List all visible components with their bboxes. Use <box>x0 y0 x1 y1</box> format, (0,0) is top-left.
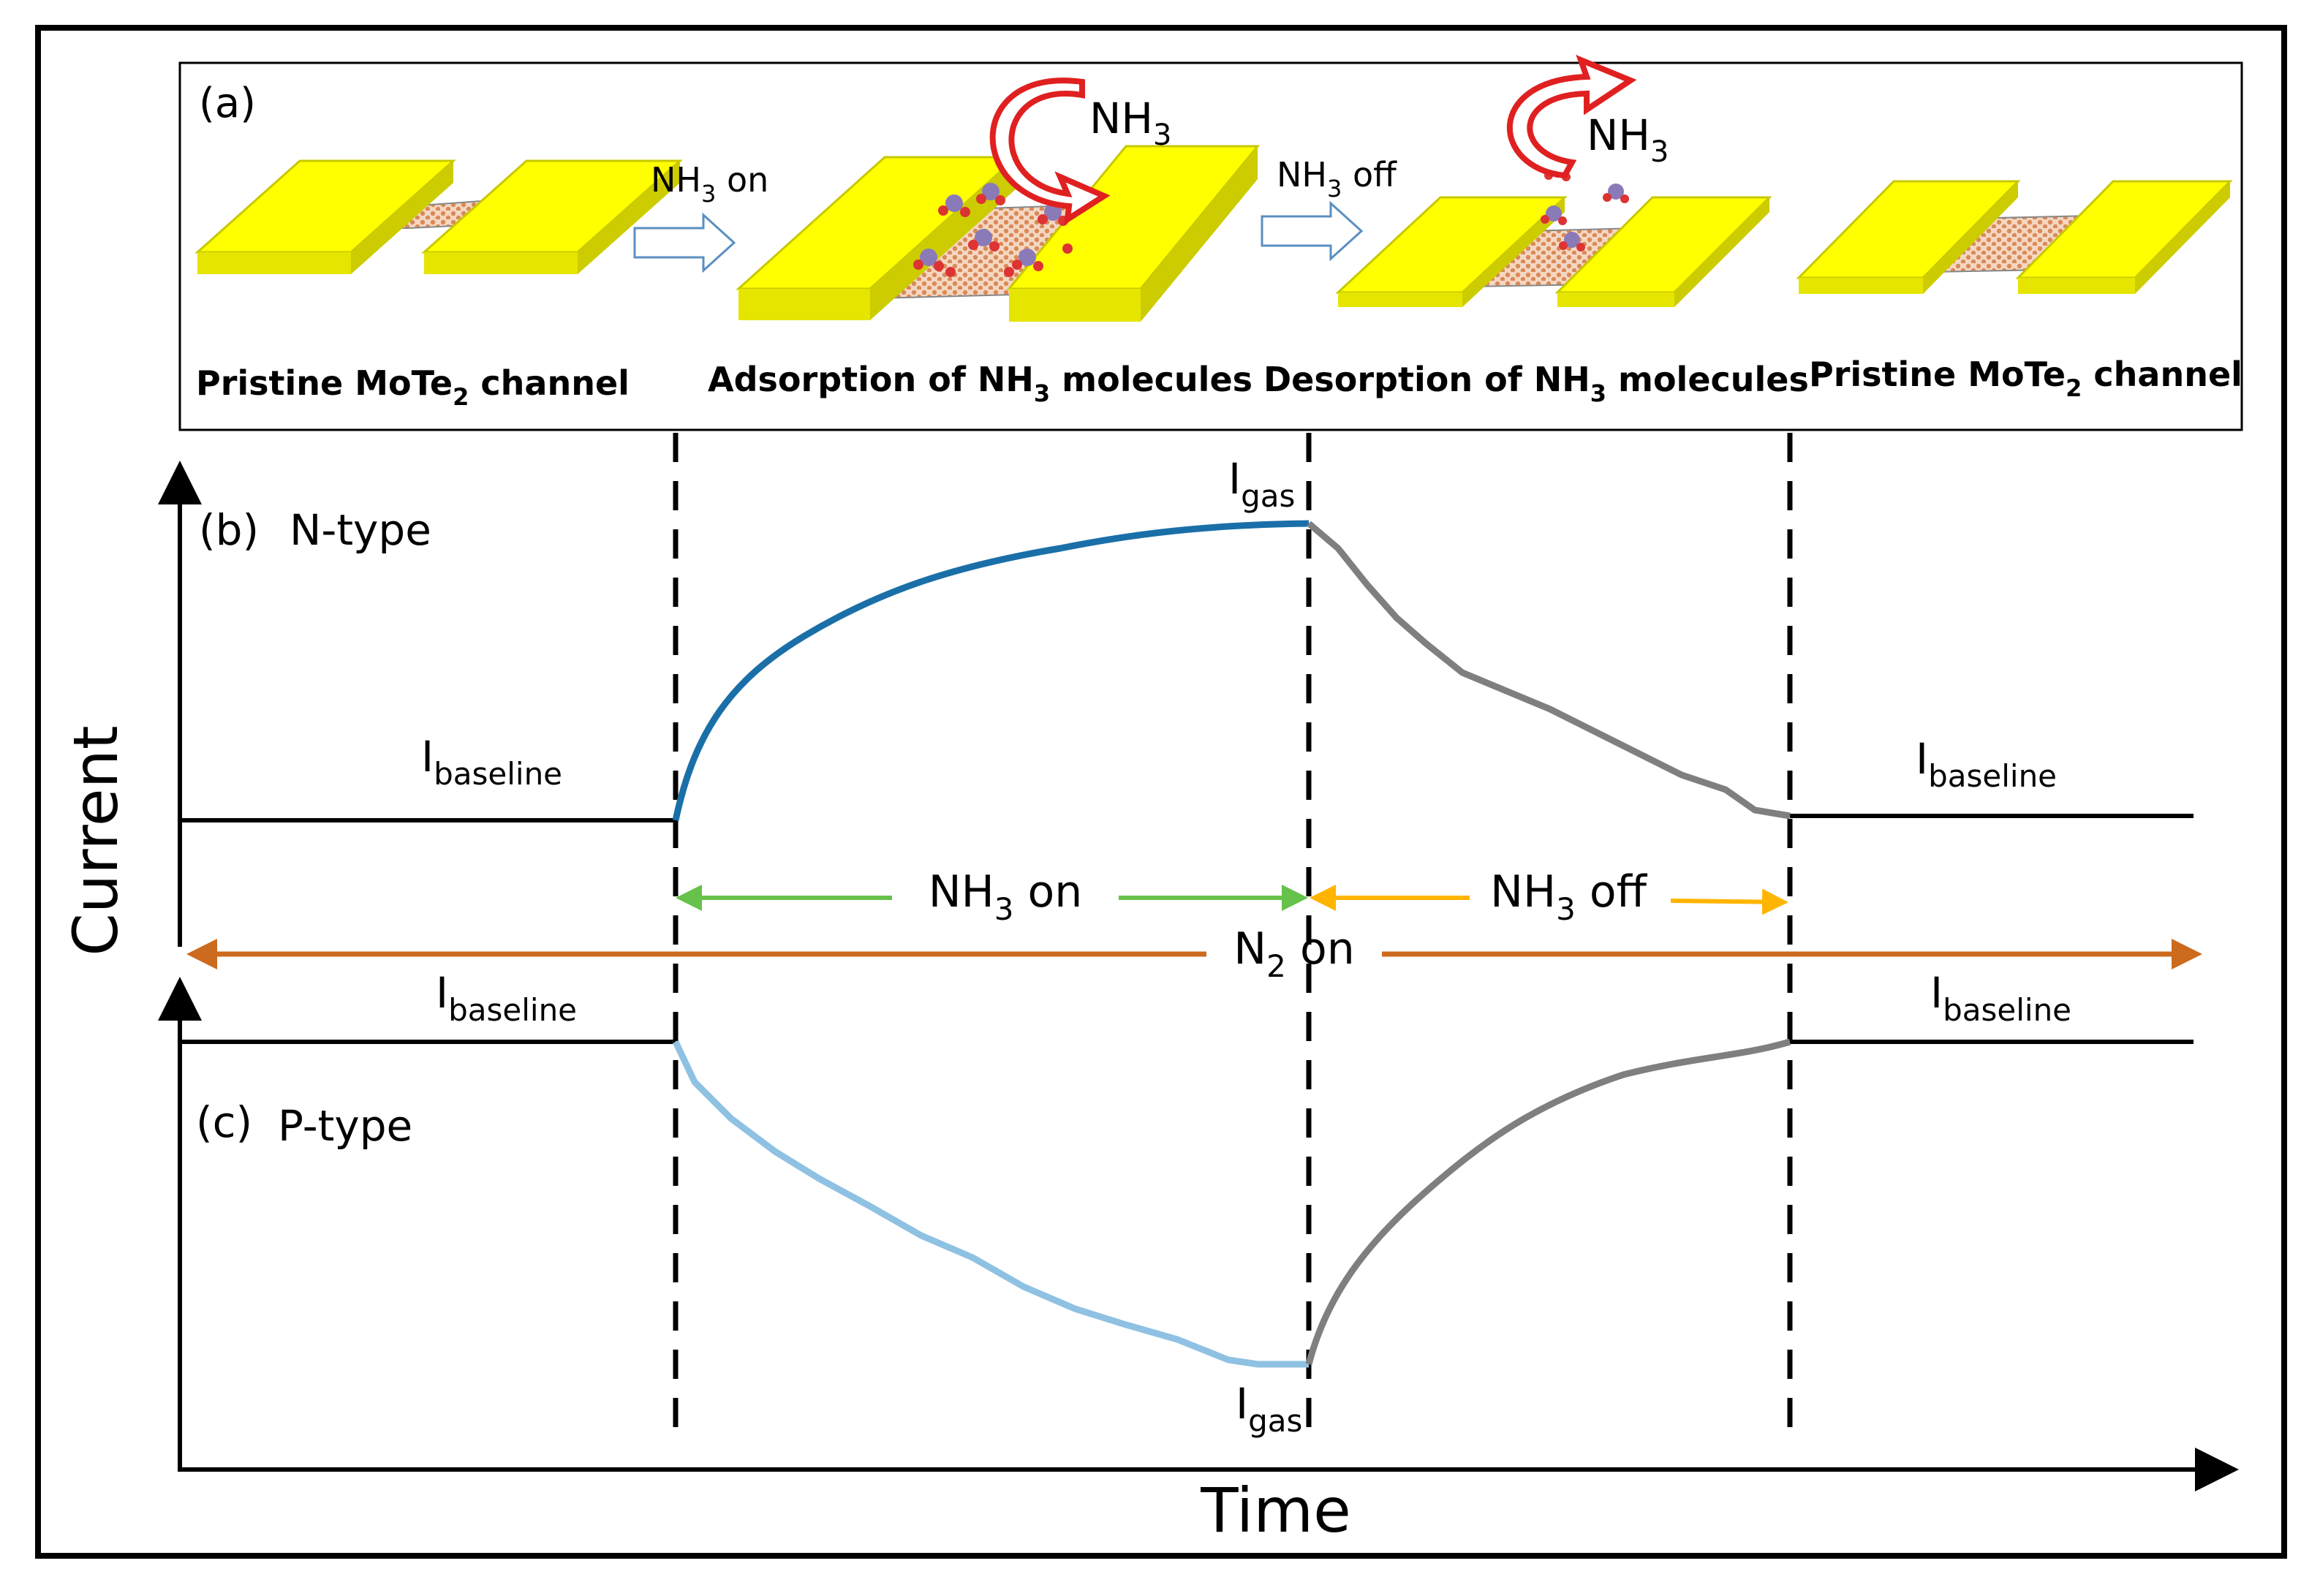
nh3-molecules <box>913 183 1073 277</box>
caption-pristine-left: Pristine MoTe2 channel <box>196 363 630 411</box>
y-axis-label: Current <box>60 725 132 956</box>
panel-c-label: (c) <box>196 1097 252 1147</box>
caption-pristine-right: Pristine MoTe2 channel <box>1809 355 2242 402</box>
p-i-gas-label: Igas <box>1236 1379 1302 1439</box>
n2-on-label: N2 on <box>1233 923 1354 984</box>
desorb-gas-arrow-icon <box>1507 54 1637 179</box>
electrode <box>1006 145 1261 322</box>
caption-adsorption: Adsorption of NH3 molecules <box>708 360 1252 407</box>
panel-b-label: (b) <box>199 505 259 555</box>
electrode <box>1554 196 1772 307</box>
x-axis-label: Time <box>1200 1475 1351 1546</box>
hollow-arrow-icon <box>633 212 736 273</box>
p-i-baseline-left-label: Ibaseline <box>436 968 577 1028</box>
arrow-nh3-off: NH3 off <box>1261 155 1397 262</box>
electrode <box>421 159 683 274</box>
hollow-arrow-icon <box>1261 200 1364 262</box>
n-desorption-curve <box>1307 521 1791 820</box>
adsorb-gas-label: NH3 <box>1089 94 1171 152</box>
arrow-nh3-off-label: NH3 off <box>1277 155 1397 203</box>
nh3-off-label: NH3 off <box>1490 866 1648 927</box>
caption-desorption: Desorption of NH3 molecules <box>1263 360 1809 407</box>
arrow-nh3-on-label: NH3 on <box>651 160 768 208</box>
device-desorption: NH3 <box>1335 54 1772 307</box>
device-pristine-right <box>1796 180 2233 294</box>
electrode <box>1335 196 1568 307</box>
arrow-nh3-on: NH3 on <box>633 160 768 273</box>
n-i-gas-label: Igas <box>1228 454 1295 514</box>
electrode <box>194 159 456 274</box>
nh3-on-label: NH3 on <box>929 866 1083 927</box>
desorb-gas-label: NH3 <box>1587 110 1669 169</box>
panel-b-type: N-type <box>290 505 431 555</box>
electrode <box>2015 180 2233 294</box>
nh3-on-span: NH3 on <box>676 866 1308 927</box>
device-pristine-left <box>194 159 683 274</box>
electrode <box>1796 180 2021 294</box>
panel-a-label: (a) <box>199 80 256 127</box>
n-i-baseline-left-label: Ibaseline <box>421 732 562 792</box>
p-desorption-curve <box>1305 1038 1791 1366</box>
adsorb-gas-arrow-icon <box>989 77 1111 225</box>
p-i-baseline-right-label: Ibaseline <box>1930 968 2071 1028</box>
time-guides <box>673 433 1793 1440</box>
device-adsorption: NH3 <box>736 77 1261 322</box>
panel-c-type: P-type <box>278 1101 412 1151</box>
n-i-baseline-right-label: Ibaseline <box>1916 734 2057 794</box>
n2-on-span: N2 on <box>186 923 2202 984</box>
p-adsorption-curve <box>672 1040 1309 1368</box>
nh3-off-arrow-right <box>1670 888 1788 915</box>
nh3-off-span: NH3 off <box>1310 866 1788 927</box>
n-adsorption-curve <box>672 520 1310 821</box>
